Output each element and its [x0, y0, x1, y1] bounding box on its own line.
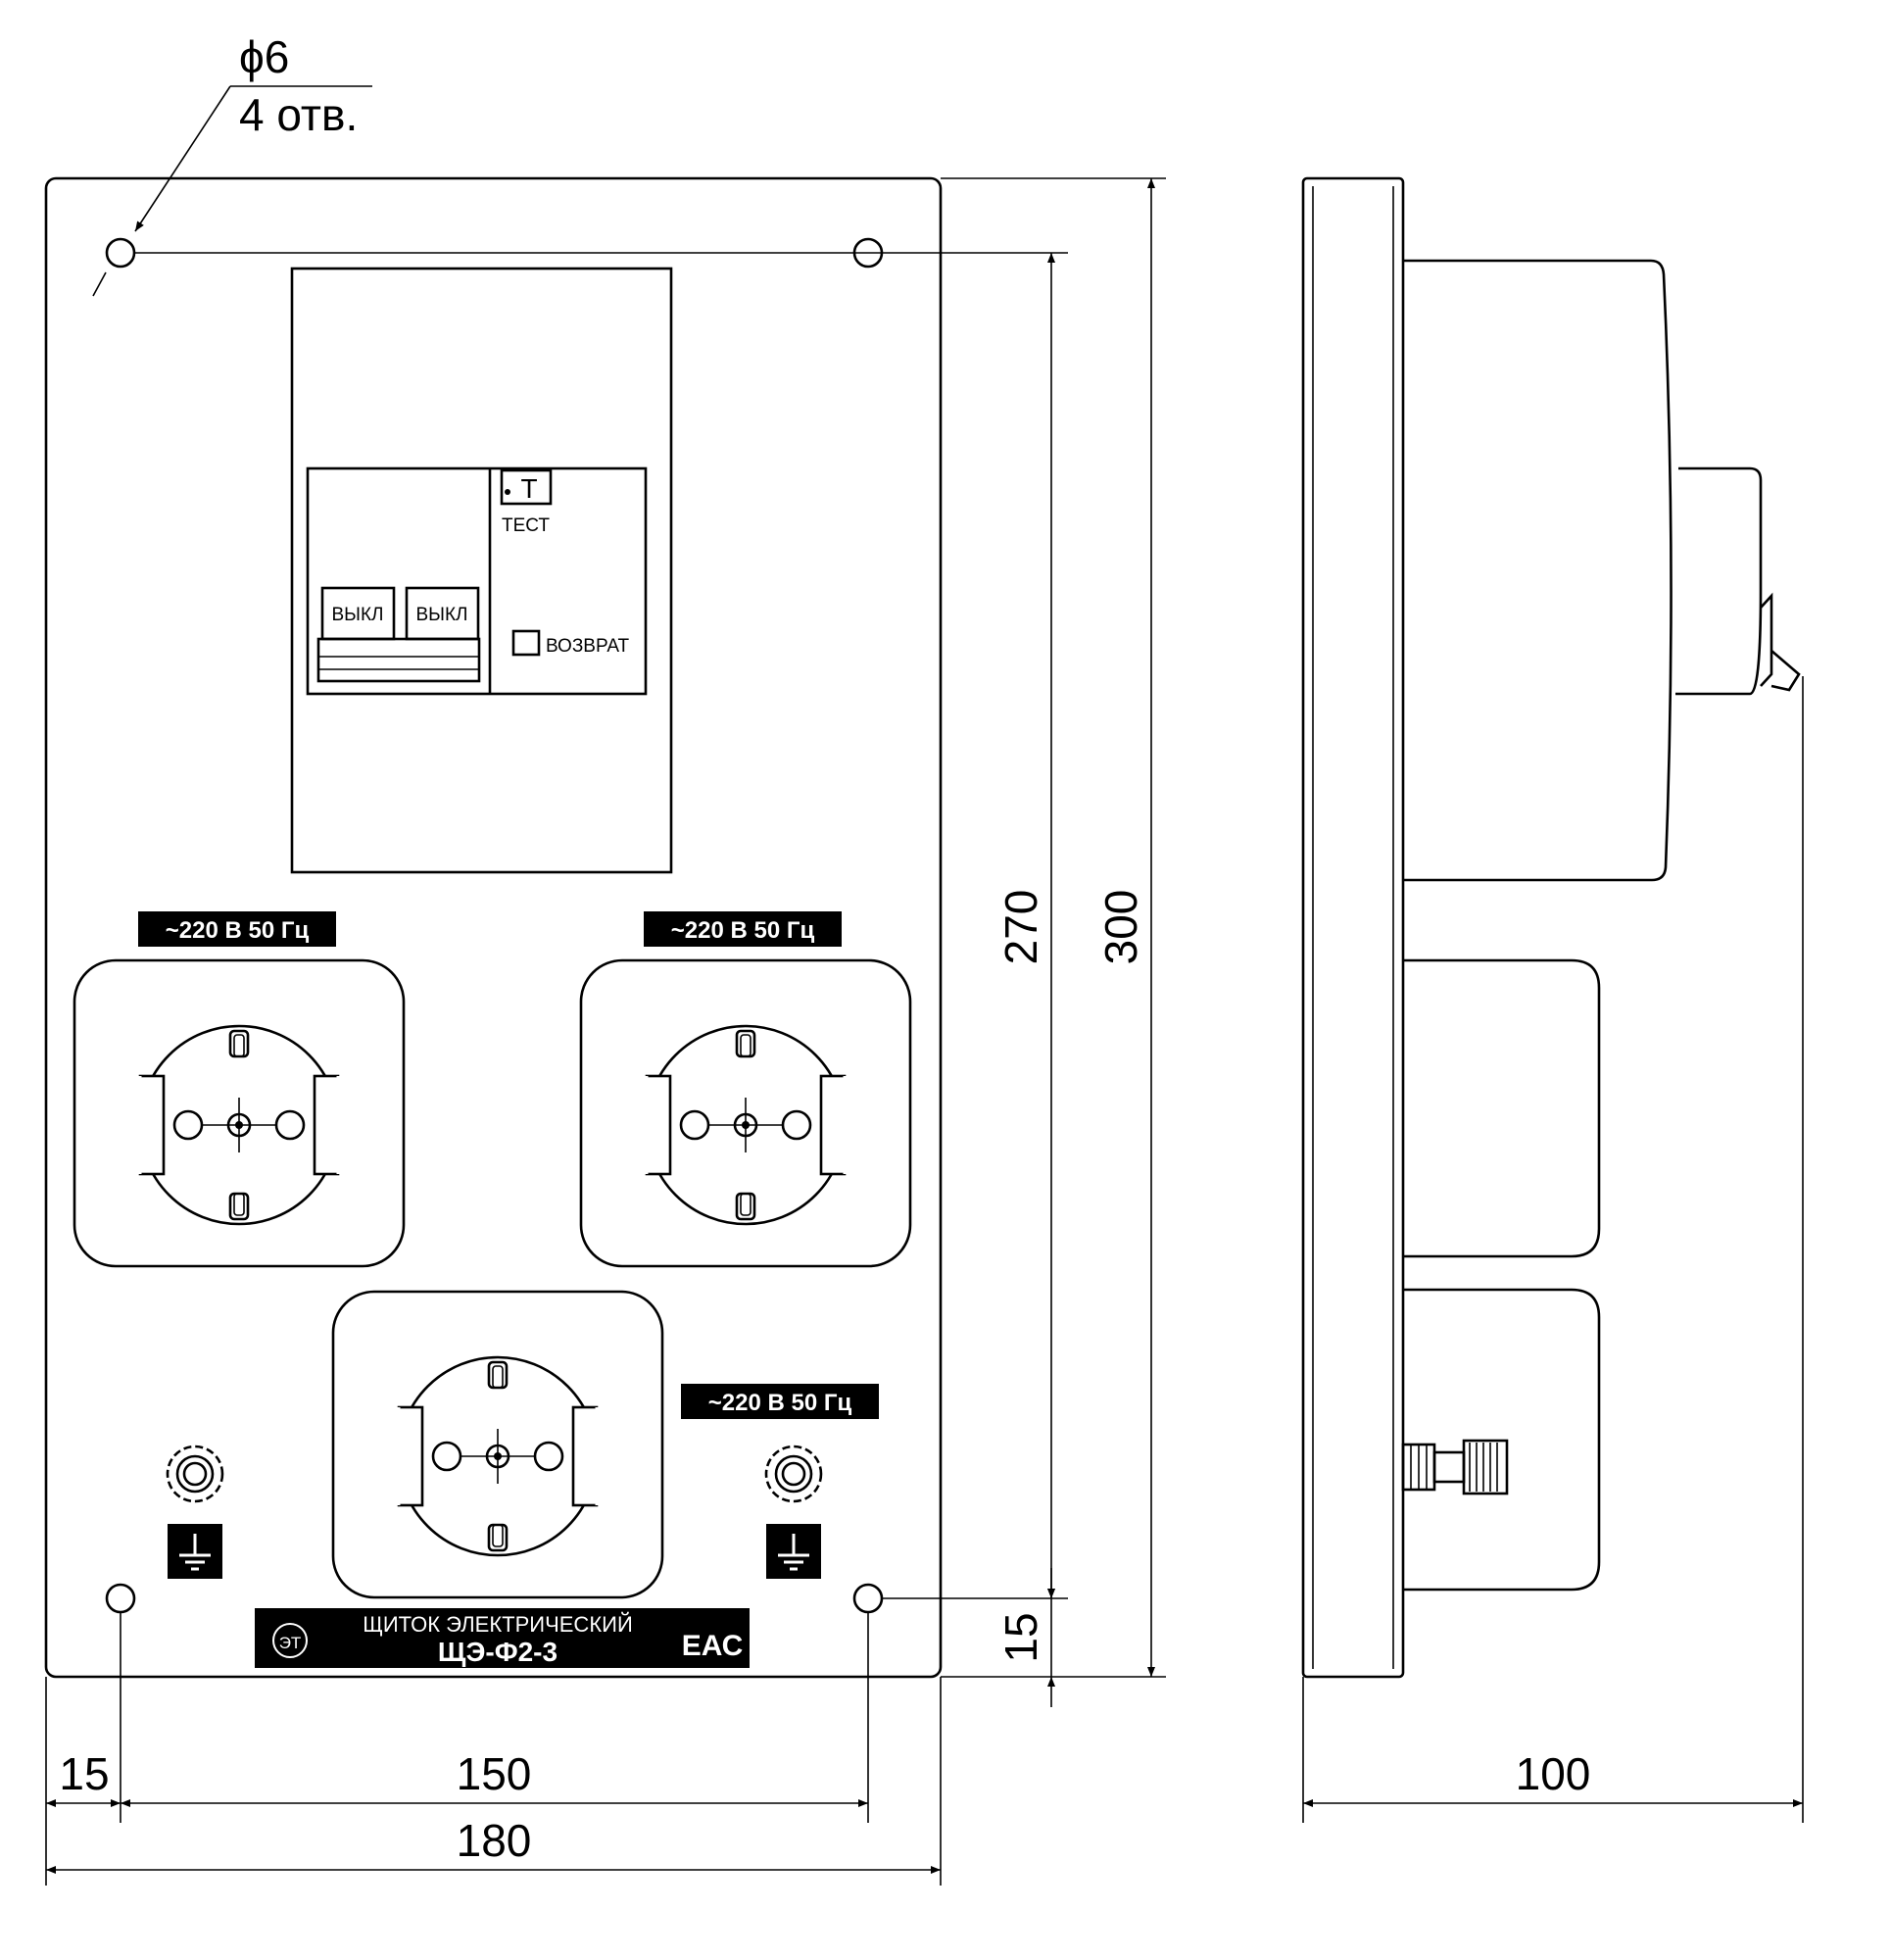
reset-button[interactable] [511, 629, 541, 657]
hole-diameter-label: ϕ6 [239, 31, 289, 82]
dimension-150: 150 [457, 1748, 532, 1799]
hole-callout: ϕ6 4 отв. [92, 31, 372, 297]
ground-terminal-left [166, 1445, 224, 1503]
mounting-hole [852, 1583, 884, 1614]
dimension-15-horizontal: 15 [59, 1748, 109, 1799]
reset-label: ВОЗВРАТ [546, 636, 630, 657]
breaker-box: ВЫКЛ ВЫКЛ T ТЕСТ ВОЗВРАТ [290, 267, 673, 874]
side-view [1301, 176, 1801, 1679]
dimension-15-vertical: 15 [995, 1612, 1046, 1662]
socket-1[interactable] [73, 958, 406, 1268]
front-panel-outline [44, 176, 943, 1679]
hole-count-label: 4 отв. [239, 89, 358, 140]
mounting-hole [105, 237, 136, 269]
test-label: ТЕСТ [502, 515, 550, 536]
side-breaker-body [1403, 259, 1673, 882]
ground-terminal-right [764, 1445, 823, 1503]
svg-text:~220 В 50 Гц: ~220 В 50 Гц [671, 917, 815, 944]
ground-symbol-right-icon [764, 1522, 823, 1581]
voltage-tag-3: ~220 В 50 Гц [681, 1384, 879, 1419]
nameplate-model: ЩЭ-Ф2-3 [438, 1637, 558, 1667]
side-test-lever [1770, 650, 1801, 692]
side-socket-body [1403, 958, 1601, 1258]
test-button[interactable] [500, 468, 553, 506]
side-socket-body [1403, 1288, 1601, 1592]
mounting-hole [105, 1583, 136, 1614]
front-view: ϕ6 4 отв. ВЫКЛ ВЫКЛ T ТЕСТ ВОЗВРАТ ~220 … [44, 31, 943, 1679]
nameplate: ЭТ ЩИТОК ЭЛЕКТРИЧЕСКИЙ ЩЭ-Ф2-3 ЕАС [255, 1608, 750, 1668]
side-ground-terminal [1401, 1439, 1509, 1495]
nameplate-title: ЩИТОК ЭЛЕКТРИЧЕСКИЙ [363, 1612, 633, 1637]
socket-2[interactable] [579, 958, 912, 1268]
logo-text: ЭТ [279, 1634, 302, 1652]
dimension-300: 300 [1095, 890, 1146, 965]
off-switch-left-label: ВЫКЛ [331, 605, 383, 625]
svg-text:~220 В 50 Гц: ~220 В 50 Гц [166, 917, 310, 944]
voltage-tag-2: ~220 В 50 Гц [644, 911, 842, 947]
eac-mark: ЕАС [682, 1630, 744, 1662]
dimension-180: 180 [457, 1815, 532, 1866]
side-panel-outline [1301, 176, 1405, 1679]
off-switch-right-label: ВЫКЛ [415, 605, 467, 625]
dimension-270: 270 [995, 890, 1046, 965]
dimension-lines: 270 300 15 15 150 180 100 [45, 177, 1804, 1886]
manufacturer-logo-icon [272, 1623, 308, 1658]
dimension-100: 100 [1516, 1748, 1591, 1799]
socket-3[interactable] [331, 1290, 664, 1599]
svg-text:~220 В 50 Гц: ~220 В 50 Гц [708, 1390, 852, 1416]
test-symbol: T [520, 473, 537, 504]
voltage-tag-1: ~220 В 50 Гц [138, 911, 336, 947]
ground-symbol-left-icon [166, 1522, 224, 1581]
